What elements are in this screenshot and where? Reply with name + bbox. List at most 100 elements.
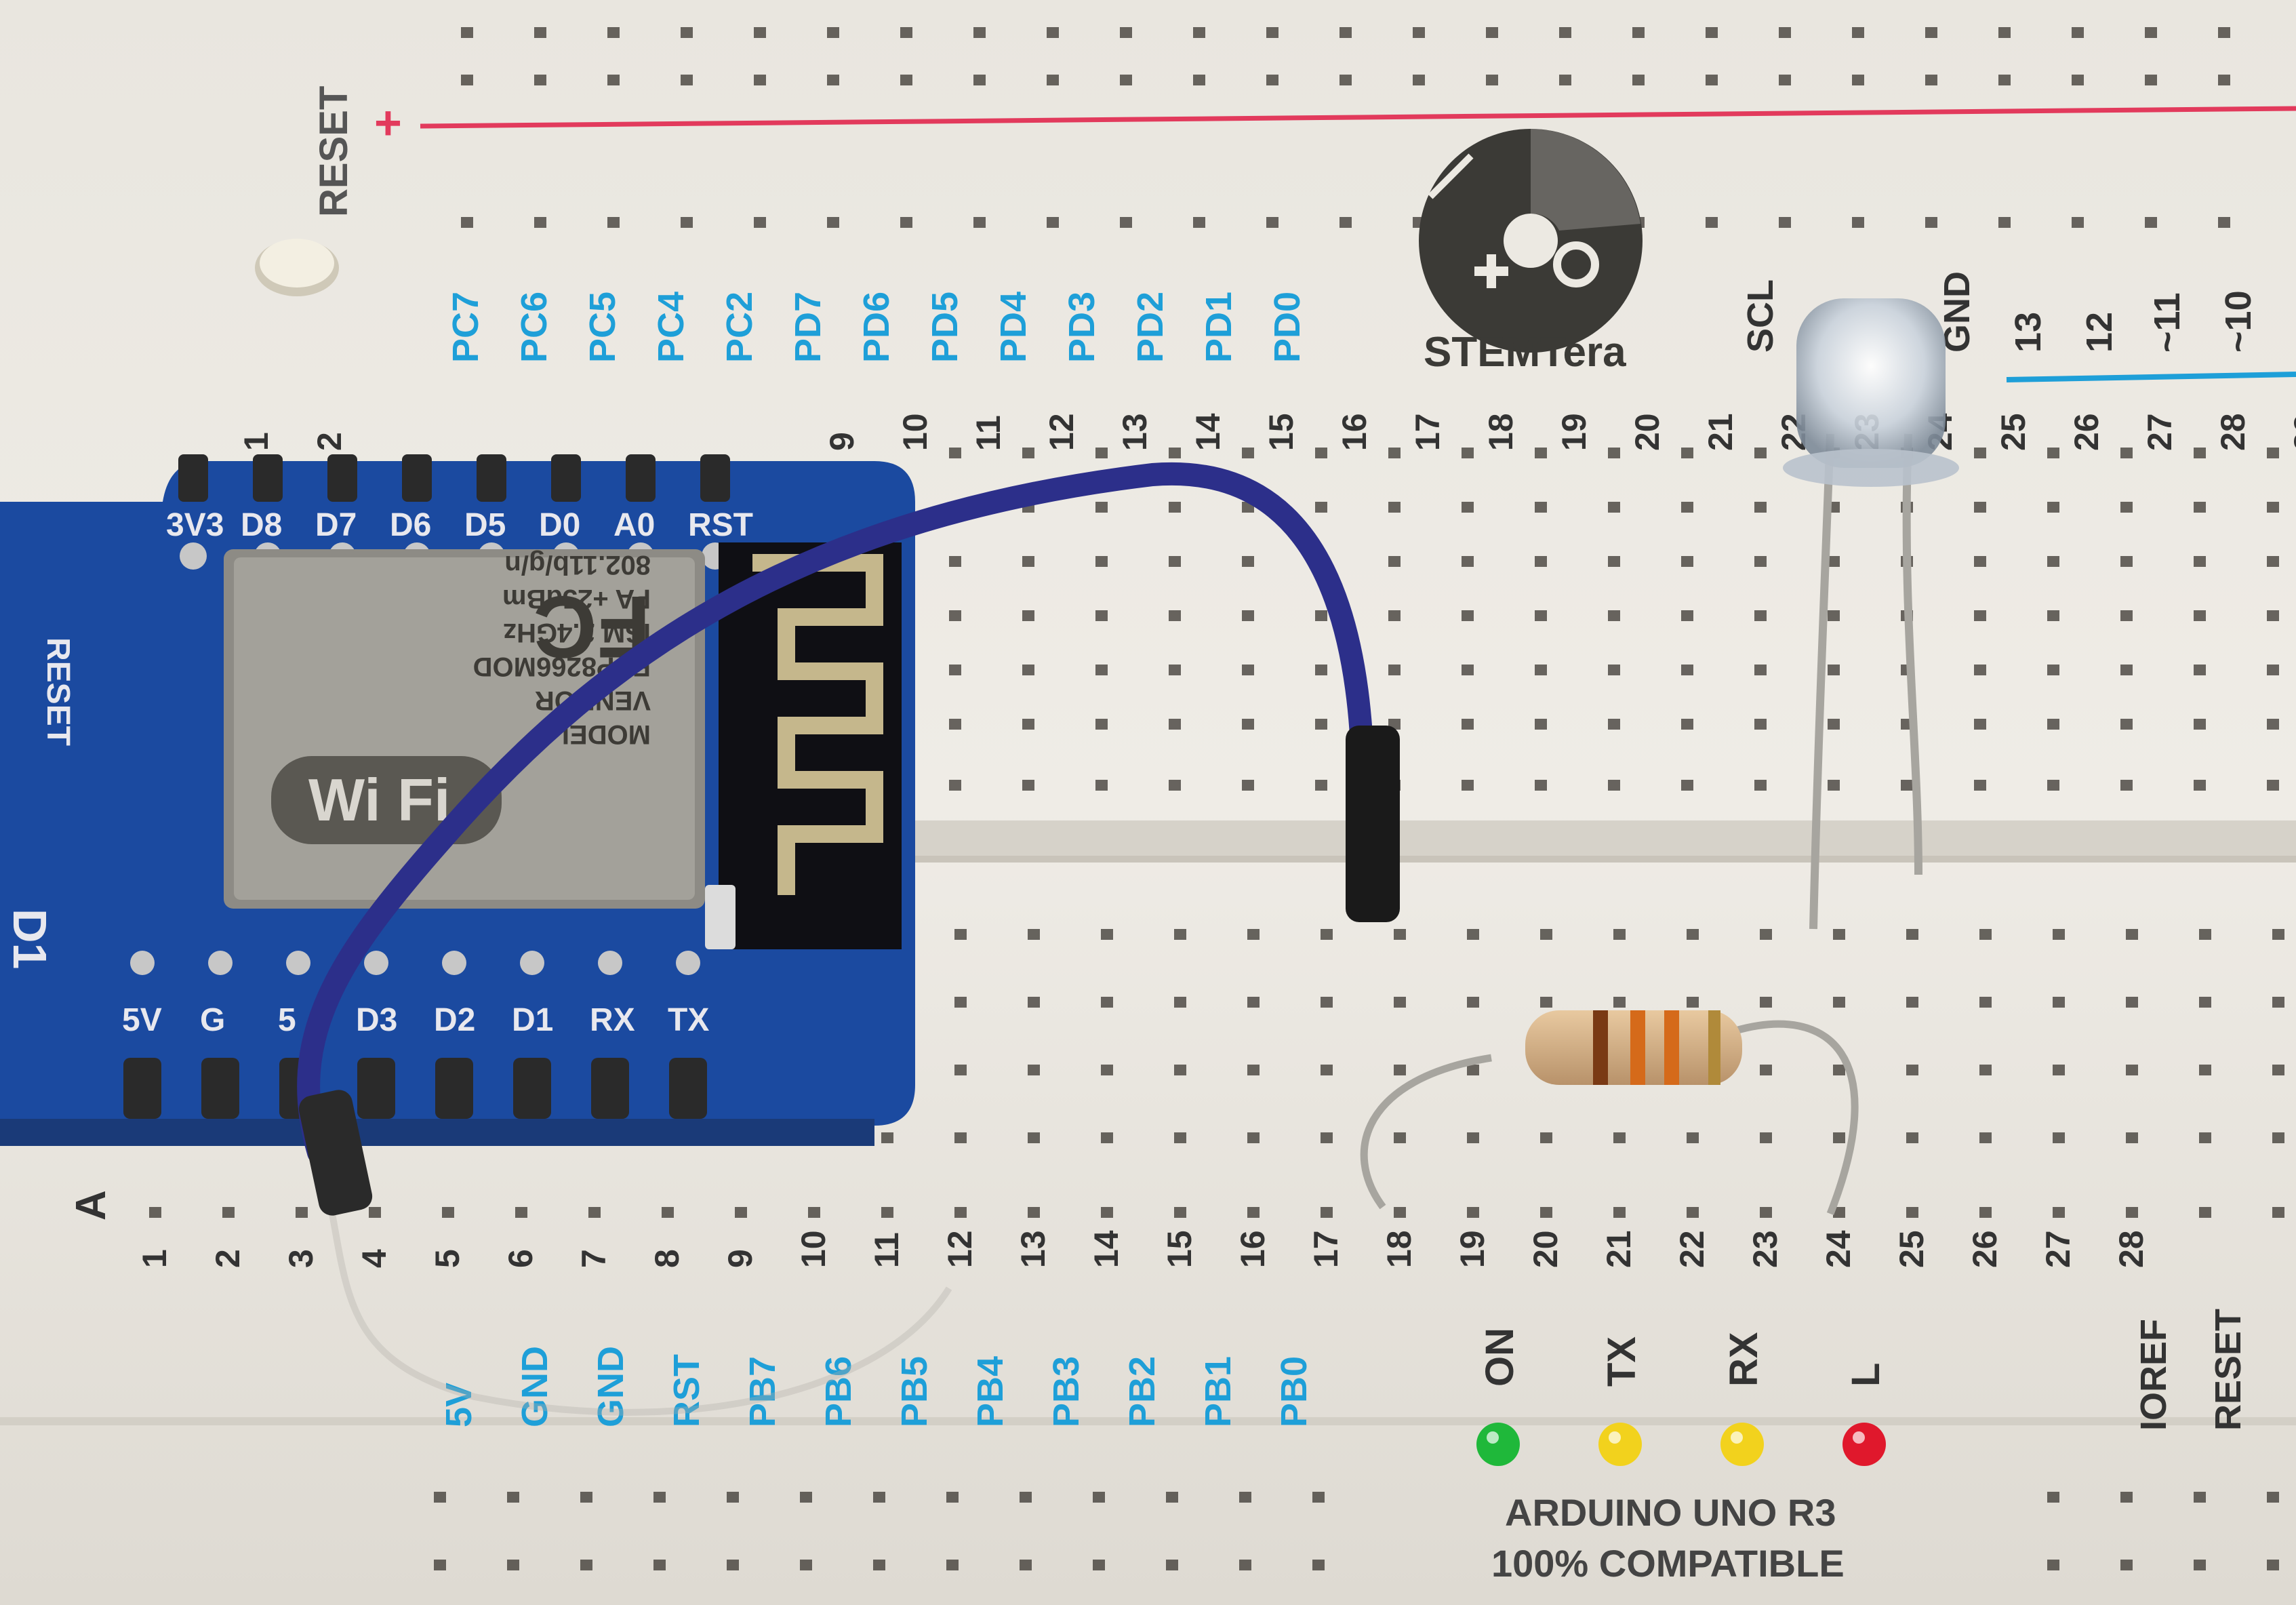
column-number: 24 bbox=[1819, 1230, 1857, 1268]
top-pin-label: PC7 bbox=[445, 292, 486, 363]
led-component-icon[interactable] bbox=[1783, 298, 1959, 930]
column-number: 13 bbox=[1116, 413, 1154, 451]
module-top-pin-label: RST bbox=[688, 507, 753, 543]
column-number: 29 bbox=[2287, 413, 2296, 451]
module-top-pin-label: D6 bbox=[390, 507, 431, 543]
column-number: 3 bbox=[282, 1249, 320, 1268]
column-number: 26 bbox=[2068, 413, 2106, 451]
column-number: 19 bbox=[1555, 413, 1593, 451]
top-pin-label: PD4 bbox=[993, 292, 1034, 363]
bottom-pin-label: PB0 bbox=[1274, 1356, 1314, 1427]
column-number: 16 bbox=[1335, 413, 1373, 451]
row-letter-a: A bbox=[68, 1190, 115, 1221]
bottom-pin-label: PB1 bbox=[1198, 1356, 1238, 1427]
column-number: 21 bbox=[1600, 1230, 1638, 1268]
module-top-pin-label: 3V3 bbox=[166, 507, 224, 543]
module-bottom-pin-label: D1 bbox=[512, 1002, 553, 1038]
column-number: 18 bbox=[1380, 1230, 1418, 1268]
negative-rail-line bbox=[2006, 372, 2296, 382]
status-led-label: ON bbox=[1478, 1328, 1522, 1387]
module-bottom-pin-label: TX bbox=[668, 1002, 709, 1038]
column-number: 16 bbox=[1234, 1230, 1272, 1268]
top-pin-label: PC6 bbox=[514, 292, 555, 363]
column-number: 25 bbox=[1994, 413, 2032, 451]
top-right-label: ~10 bbox=[2218, 290, 2259, 353]
column-number: 2 bbox=[209, 1249, 247, 1268]
column-number: 15 bbox=[1161, 1230, 1199, 1268]
column-number: 19 bbox=[1453, 1230, 1491, 1268]
module-bottom-pin-label: D3 bbox=[356, 1002, 397, 1038]
column-number: 9 bbox=[823, 432, 861, 451]
top-pin-label: PD0 bbox=[1267, 292, 1308, 363]
module-bottom-pin-label: RX bbox=[590, 1002, 635, 1038]
column-number: 4 bbox=[355, 1249, 393, 1268]
top-right-label: ~11 bbox=[2147, 292, 2188, 353]
column-number: 5 bbox=[428, 1249, 466, 1268]
bottom-pin-label: PB7 bbox=[742, 1356, 783, 1427]
stemtera-logo-text: STEMTera bbox=[1424, 329, 1626, 376]
reset-button-icon[interactable] bbox=[255, 239, 339, 296]
bottom-pin-label: PB5 bbox=[894, 1356, 935, 1427]
top-pin-label: PC4 bbox=[651, 292, 691, 363]
module-top-pin-label: D7 bbox=[315, 507, 357, 543]
status-led bbox=[1720, 1423, 1764, 1466]
rail-plus-label: + bbox=[374, 96, 402, 149]
center-channel bbox=[881, 820, 2296, 858]
resistor-icon[interactable] bbox=[1360, 1010, 1859, 1216]
column-number: 10 bbox=[896, 413, 934, 451]
bottom-pin-label: PB3 bbox=[1046, 1356, 1087, 1427]
module-top-pin-label: A0 bbox=[613, 507, 655, 543]
column-number: 25 bbox=[1893, 1230, 1931, 1268]
compat-line1: ARDUINO UNO R3 bbox=[1505, 1491, 1836, 1534]
bottom-rail-strip bbox=[0, 1417, 2296, 1425]
column-number: 17 bbox=[1409, 413, 1447, 451]
column-number: 14 bbox=[1087, 1230, 1125, 1268]
status-led bbox=[1842, 1423, 1886, 1466]
top-pin-label: PC5 bbox=[582, 292, 623, 363]
top-right-label: SCL bbox=[1740, 279, 1781, 353]
board-reset-label: RESET bbox=[312, 86, 356, 217]
column-number: 28 bbox=[2112, 1230, 2150, 1268]
column-number: 6 bbox=[502, 1249, 540, 1268]
blue-jumper-wire[interactable] bbox=[296, 462, 1400, 1416]
status-led bbox=[1476, 1423, 1520, 1466]
top-right-label: 12 bbox=[2079, 312, 2120, 353]
column-number: 27 bbox=[2141, 413, 2179, 451]
module-bottom-pin-label: 5 bbox=[278, 1002, 296, 1038]
column-number: 13 bbox=[1014, 1230, 1052, 1268]
column-number: 7 bbox=[575, 1249, 613, 1268]
column-numbers-top: 1291011121314151617181920212223242526272… bbox=[237, 413, 2296, 451]
top-pin-label: PC2 bbox=[719, 292, 760, 363]
bottom-pin-label: PB6 bbox=[818, 1356, 859, 1427]
column-number: 12 bbox=[941, 1230, 979, 1268]
column-number: 20 bbox=[1527, 1230, 1565, 1268]
column-number: 11 bbox=[868, 1232, 906, 1268]
bottom-pin-label: PB4 bbox=[970, 1356, 1011, 1427]
bottom-pin-label: GND bbox=[515, 1346, 555, 1427]
column-number: 18 bbox=[1482, 413, 1520, 451]
column-number: 15 bbox=[1262, 413, 1300, 451]
column-number: 26 bbox=[1966, 1230, 2004, 1268]
stemtera-logo-icon bbox=[1419, 129, 1643, 353]
bottom-pin-label: PB2 bbox=[1122, 1356, 1163, 1427]
module-bottom-pin-label: G bbox=[200, 1002, 225, 1038]
bottom-pin-label: GND bbox=[590, 1346, 631, 1427]
column-number: 28 bbox=[2214, 413, 2252, 451]
positive-rail-line bbox=[420, 106, 2296, 129]
top-pin-label: PD1 bbox=[1199, 292, 1239, 363]
top-pin-label: PD3 bbox=[1062, 292, 1102, 363]
column-number: 11 bbox=[969, 415, 1007, 451]
top-right-label: 13 bbox=[2008, 312, 2049, 353]
column-number: 21 bbox=[1701, 413, 1739, 451]
column-number: 9 bbox=[721, 1249, 759, 1268]
status-led-label: L bbox=[1844, 1363, 1888, 1387]
breadboard-holes bbox=[149, 27, 2284, 1570]
column-number: 1 bbox=[237, 432, 275, 451]
column-number: 22 bbox=[1673, 1230, 1711, 1268]
top-pin-label: PD2 bbox=[1130, 292, 1171, 363]
column-number: 12 bbox=[1043, 413, 1081, 451]
